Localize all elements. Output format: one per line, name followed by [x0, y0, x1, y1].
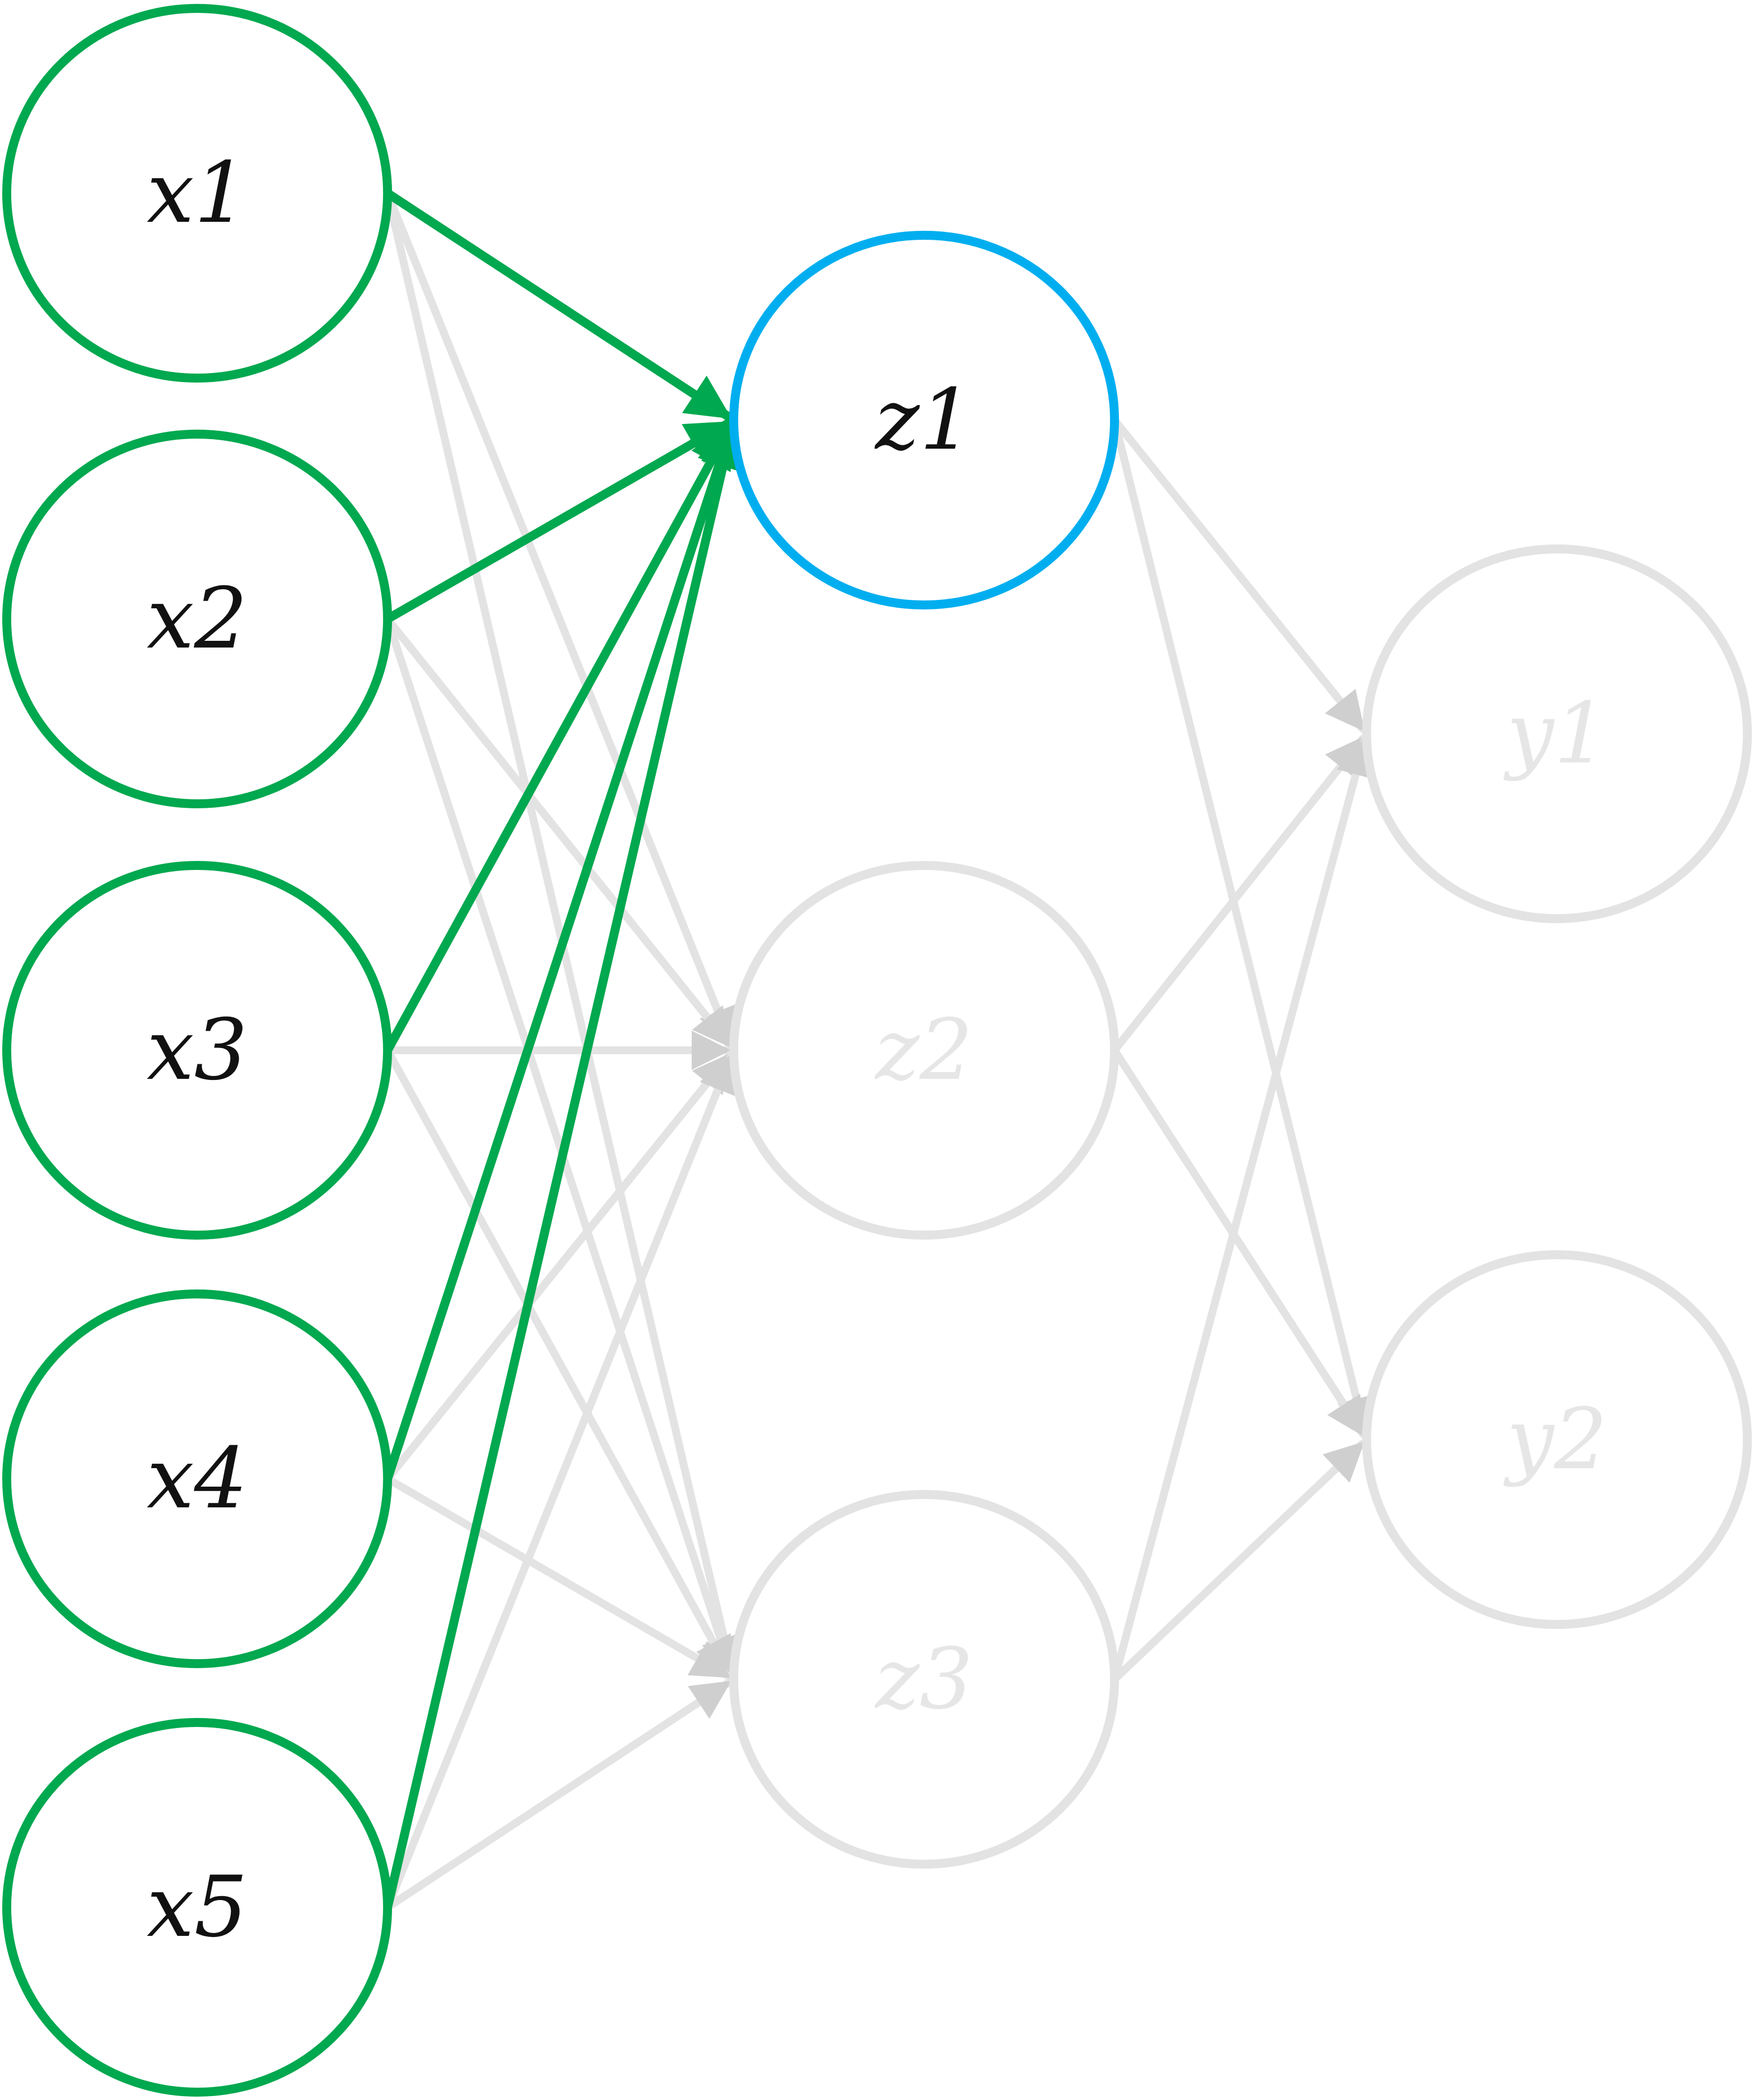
node-circle [1362, 544, 1752, 923]
node-label: z3 [874, 1631, 973, 1728]
node-label: x1 [147, 145, 248, 242]
edge-x2-z1 [383, 418, 733, 623]
node-z1: z1 [729, 231, 1119, 609]
node-x2: x2 [2, 430, 392, 808]
node-label: x4 [147, 1430, 248, 1528]
node-circle [2, 430, 392, 808]
edge-x1-z3 [384, 189, 744, 1677]
node-y1: y1 [1362, 544, 1752, 923]
node-x1: x1 [2, 4, 392, 383]
node-circle [2, 1718, 392, 2097]
node-x3: x3 [2, 861, 392, 1240]
edge-x4-z3 [384, 1475, 732, 1680]
edge-z2-y1 [1111, 735, 1367, 1054]
inactive-edges [384, 189, 1376, 1911]
edge-z2-y2 [1111, 1046, 1367, 1438]
node-label: x3 [147, 1002, 248, 1099]
node-label: y2 [1503, 1391, 1607, 1488]
edge-x4-z1 [383, 422, 740, 1483]
edge-z1-y2 [1111, 416, 1376, 1437]
node-label: z1 [874, 371, 973, 469]
node-circle [1362, 1250, 1752, 1629]
node-label: y1 [1503, 685, 1607, 783]
edge-z1-y1 [1111, 416, 1367, 733]
edge-x1-z2 [384, 189, 736, 1048]
node-circle [2, 1289, 392, 1668]
edge-x5-z3 [384, 1679, 732, 1911]
node-circle [2, 861, 392, 1240]
edge-z3-y1 [1111, 736, 1375, 1683]
node-z3: z3 [729, 1490, 1119, 1869]
edge-z3-y2 [1111, 1440, 1366, 1683]
edge-x3-z1 [383, 421, 735, 1055]
edge-x3-z3 [384, 1046, 735, 1678]
node-z2: z2 [729, 861, 1119, 1240]
edge-x5-z1 [383, 422, 745, 1912]
node-label: x2 [147, 570, 248, 668]
node-circle [2, 4, 392, 383]
node-circle [729, 231, 1119, 609]
edge-x5-z2 [384, 1053, 736, 1911]
edge-x2-z2 [384, 615, 734, 1049]
node-circle [729, 1490, 1119, 1869]
edge-x1-z1 [383, 189, 733, 421]
node-x4: x4 [2, 1289, 392, 1668]
node-circle [729, 861, 1119, 1240]
node-label: x5 [147, 1859, 248, 1956]
node-label: z2 [874, 1002, 973, 1099]
active-edges [383, 189, 745, 1912]
nodes: x1 x2 x3 x4 x5 z1 z2 z3 y1 y2 [2, 4, 1752, 2097]
edge-x2-z3 [384, 615, 739, 1677]
edge-x4-z2 [384, 1051, 734, 1483]
node-y2: y2 [1362, 1250, 1752, 1629]
node-x5: x5 [2, 1718, 392, 2097]
